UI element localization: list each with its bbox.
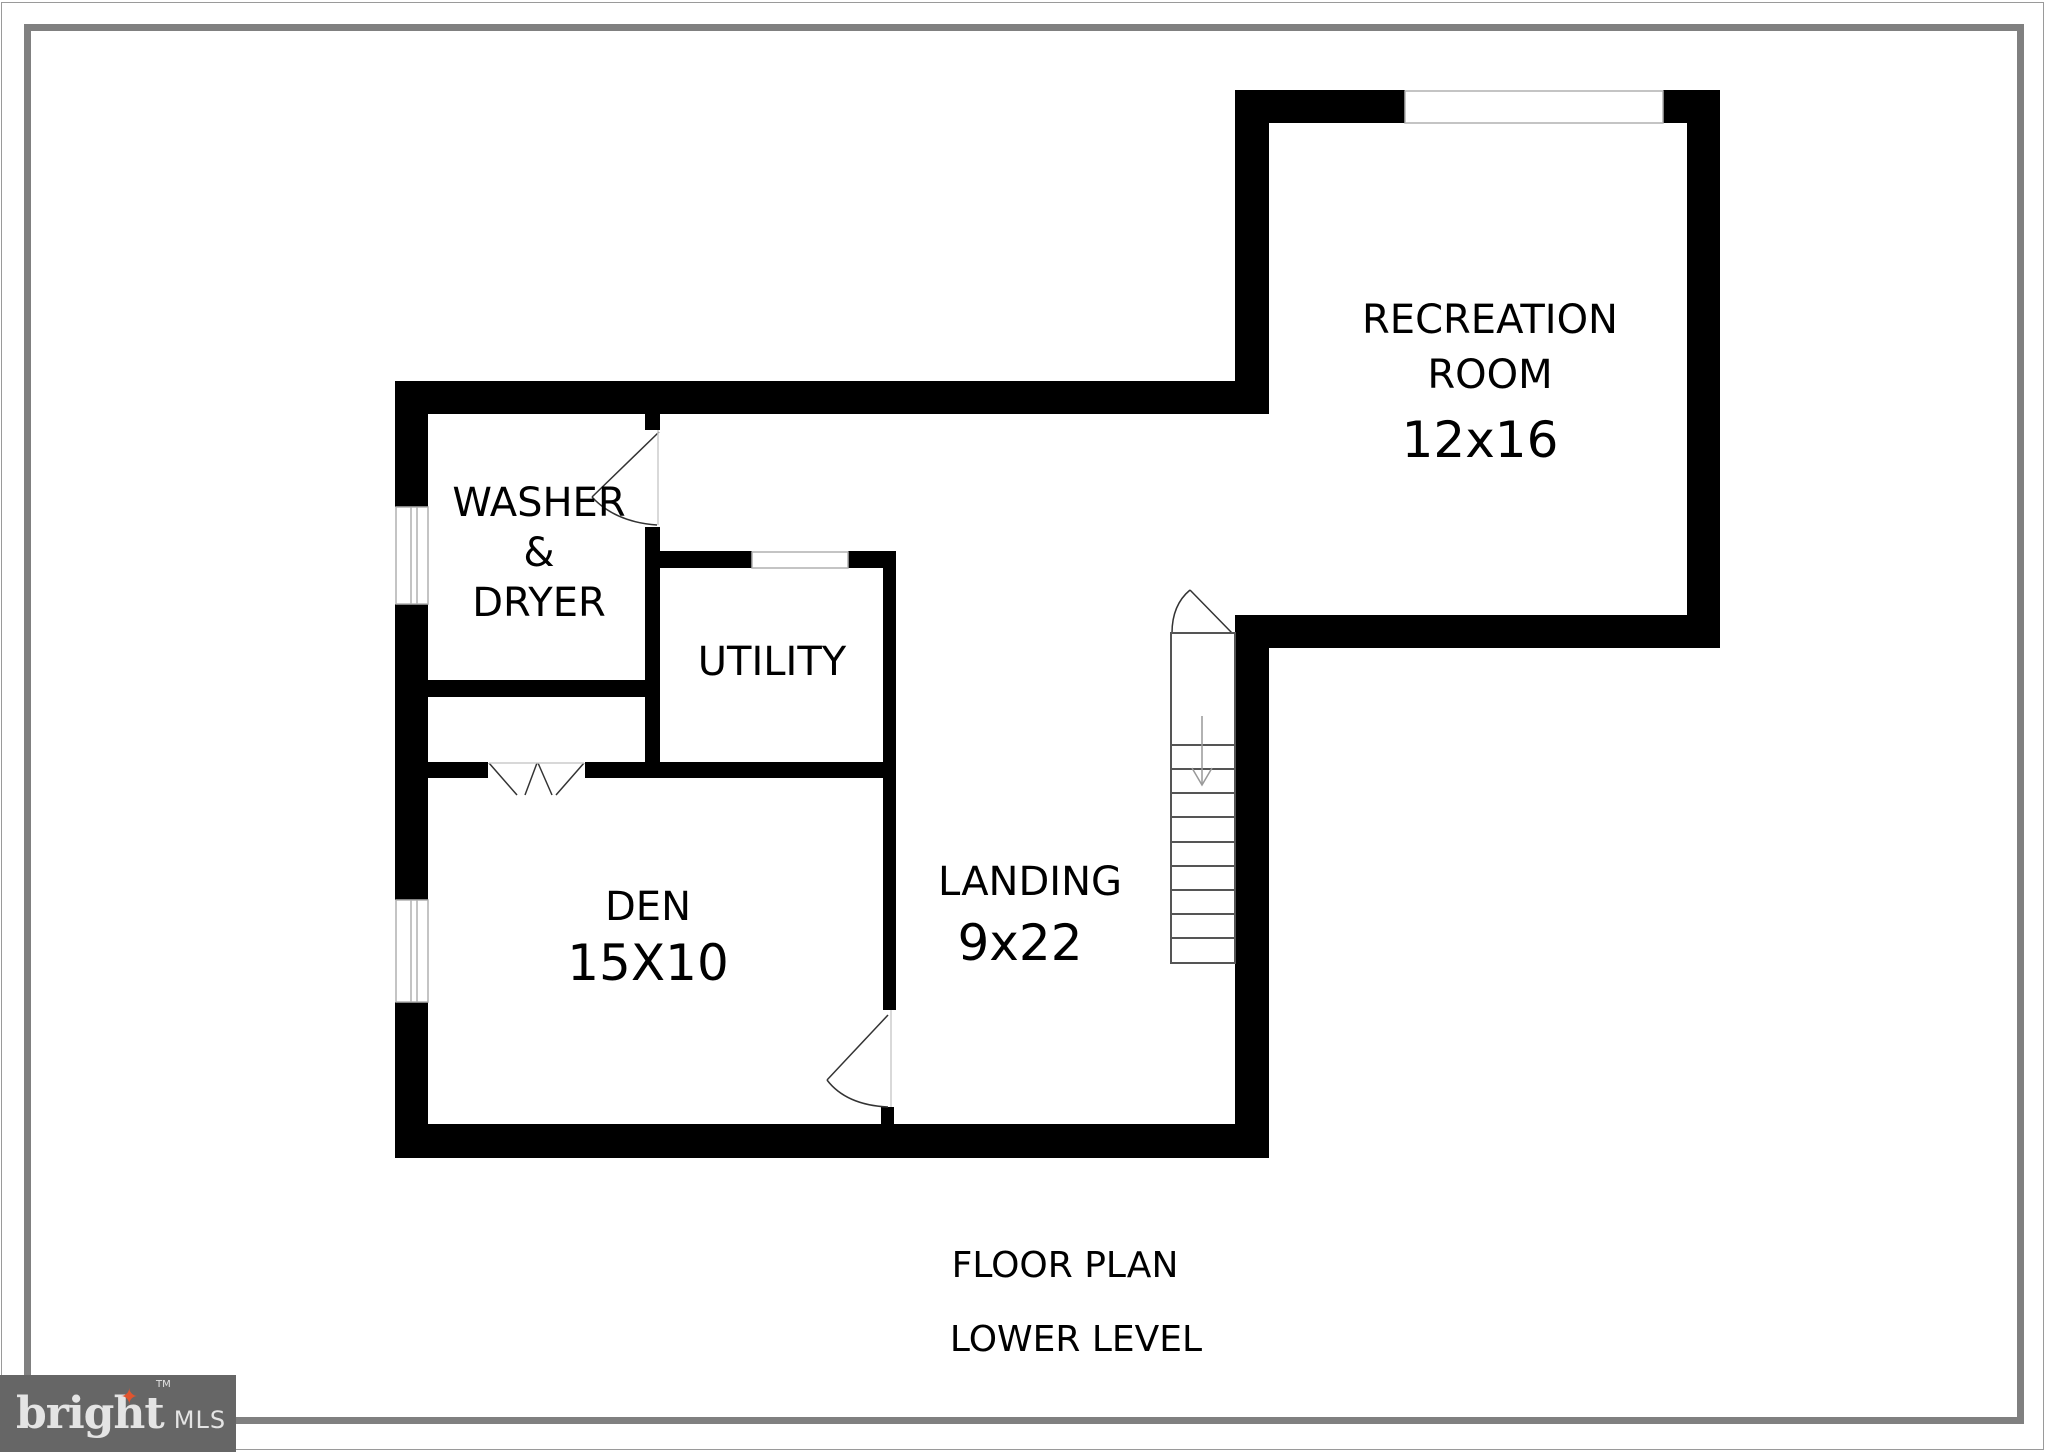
utility-label: UTILITY <box>697 639 847 685</box>
washer-dryer-door <box>591 430 660 526</box>
stairs <box>1170 632 1236 964</box>
caption-lower-level: LOWER LEVEL <box>949 1319 1203 1360</box>
den-label: DEN <box>605 884 691 930</box>
logo-mls-text: MLS <box>173 1405 227 1434</box>
logo-brand-text: bright <box>16 1388 165 1439</box>
washer-left-window <box>395 506 429 605</box>
recreation-room-dimensions: 12x16 <box>1401 411 1559 469</box>
den-dimensions: 15X10 <box>567 934 729 992</box>
washer-dryer-name-line1: WASHER <box>452 480 626 526</box>
washer-dryer-name-line3: DRYER <box>472 580 606 626</box>
windows <box>395 90 1664 1003</box>
doors <box>488 430 1234 1108</box>
landing-dimensions: 9x22 <box>957 914 1083 972</box>
recreation-room-name-line1: RECREATION <box>1362 297 1618 343</box>
recreation-room-label: RECREATION ROOM <box>1320 300 1660 395</box>
den-left-window <box>395 899 429 1003</box>
utility-top-window <box>751 551 849 569</box>
den-door <box>826 1010 892 1108</box>
washer-dryer-label: WASHER & DRYER <box>430 478 648 628</box>
logo-trademark: TM <box>156 1379 171 1390</box>
landing-label: LANDING <box>937 859 1122 905</box>
page-frame <box>24 24 2024 1424</box>
caption-floor-plan: FLOOR PLAN <box>951 1245 1179 1286</box>
recreation-room-name-line2: ROOM <box>1427 352 1553 398</box>
closet-double-door <box>488 762 585 796</box>
interior-walls <box>428 414 896 1124</box>
logo-star-icon: ✦ <box>120 1385 139 1410</box>
recreation-top-window <box>1404 90 1664 124</box>
bright-mls-logo: bright ✦ TM MLS <box>0 1375 236 1452</box>
arrow-down-icon <box>1191 716 1213 787</box>
washer-dryer-name-line2: & <box>523 530 555 576</box>
stair-door <box>1171 589 1234 634</box>
exterior-walls <box>395 90 1720 1158</box>
